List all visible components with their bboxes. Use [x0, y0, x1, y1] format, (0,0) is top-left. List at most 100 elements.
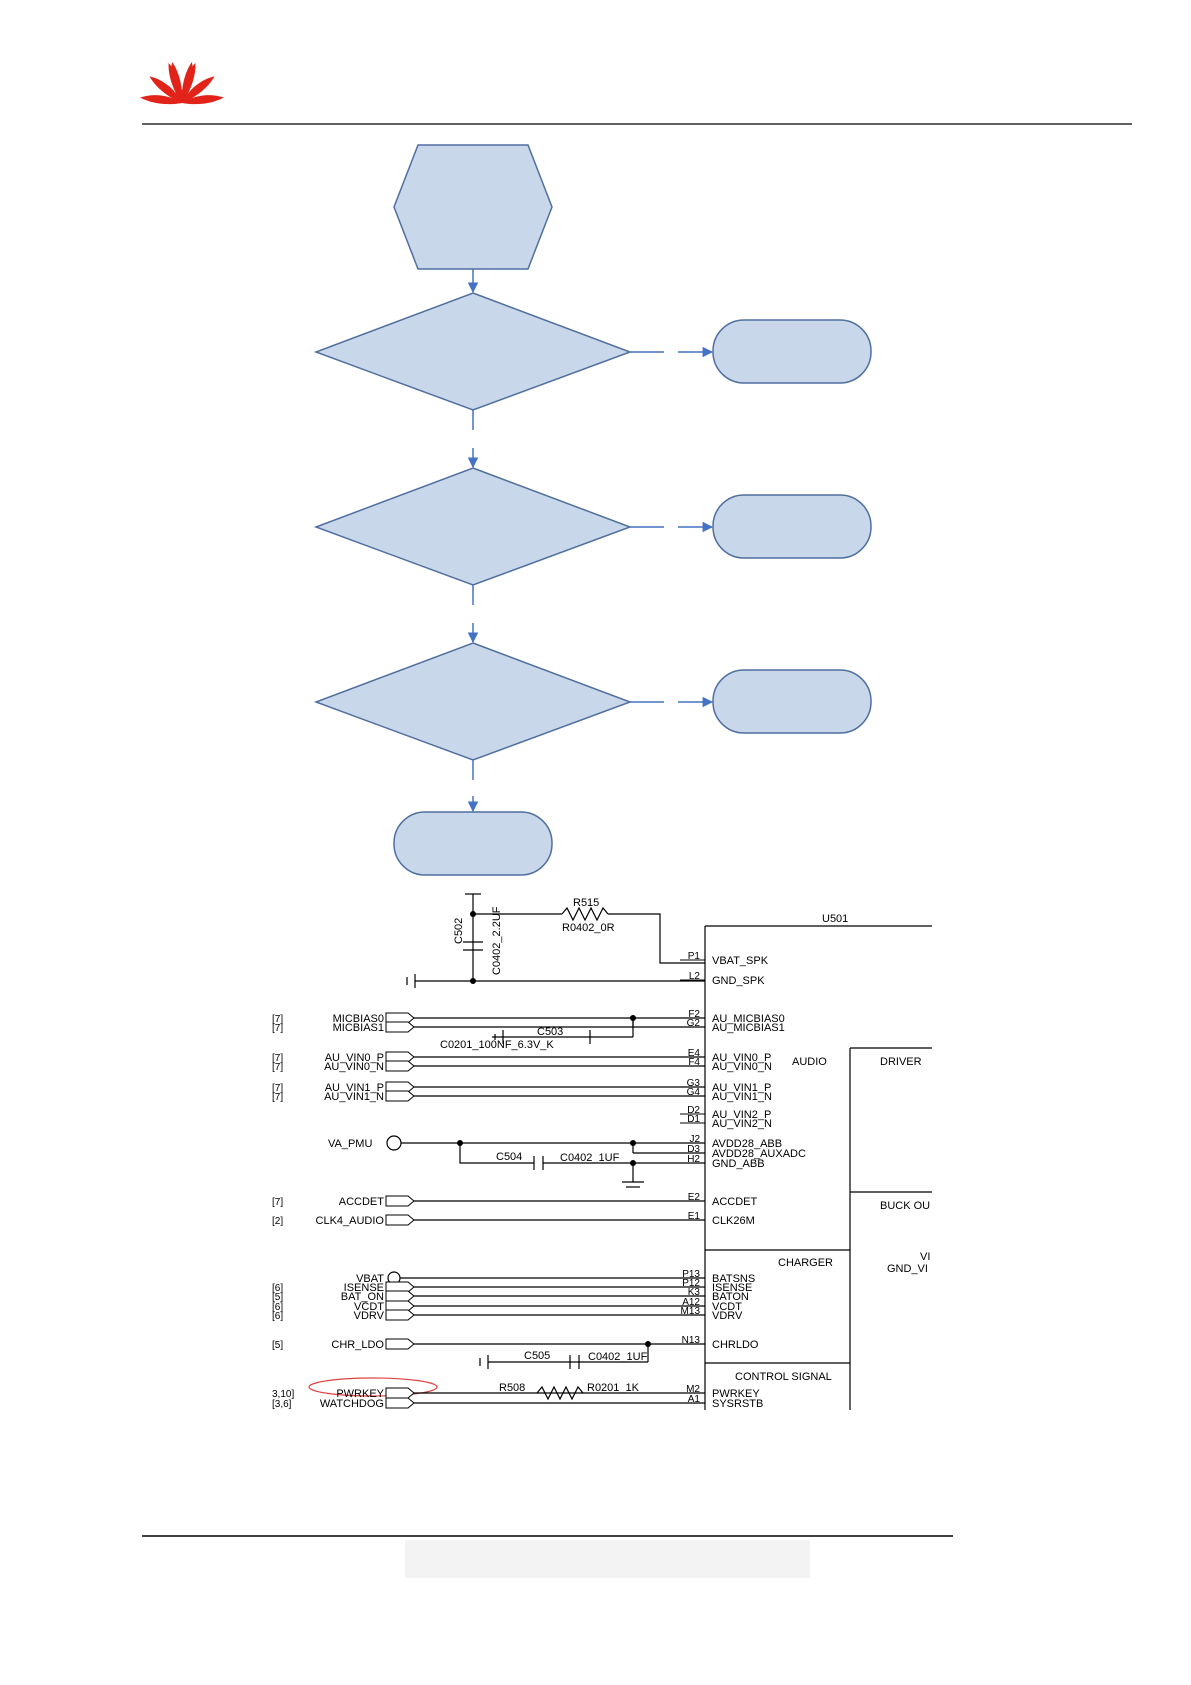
pin-number-label: H2: [687, 1154, 700, 1165]
net-name-label: ISENSE: [344, 1282, 384, 1294]
flow-start-hexagon: [393, 144, 553, 270]
pin-number-label: F4: [688, 1057, 700, 1068]
pin-number-label: L2: [689, 971, 701, 982]
pin-function-label: AU_VIN0_N: [712, 1061, 772, 1073]
net-port-flag: [385, 1290, 415, 1302]
c503-label: C503: [537, 1026, 563, 1038]
flowchart: [313, 144, 872, 876]
flow-decision-2: [313, 467, 633, 586]
sheet-reference-label: [3,6]: [272, 1399, 292, 1410]
net-port-flag: [385, 1081, 415, 1093]
net-name-label: CHR_LDO: [331, 1339, 384, 1351]
pin-function-label: AU_VIN0_P: [712, 1052, 771, 1064]
net-name-label: AU_VIN0_P: [325, 1052, 384, 1064]
pin-function-label: AU_VIN2_P: [712, 1109, 771, 1121]
sheet-reference-label: [7]: [272, 1197, 283, 1208]
junction-dot-va1: [457, 1140, 463, 1146]
pin-number-label: G2: [687, 1018, 701, 1029]
pin-number-label: G3: [687, 1078, 701, 1089]
r515-label: R515: [573, 897, 599, 909]
sheet-reference-label: [7]: [272, 1014, 283, 1025]
sheet-reference-label: [7]: [272, 1053, 283, 1064]
pin-function-label: AU_MICBIAS0: [712, 1013, 785, 1025]
sheet-reference-label: [7]: [272, 1062, 283, 1073]
net-port-flag: [385, 1387, 415, 1399]
flow-result-box-2: [712, 494, 872, 559]
sheet-reference-label: [6]: [272, 1311, 283, 1322]
flow-result-box-3: [712, 669, 872, 734]
net-name-label: CLK4_AUDIO: [316, 1215, 385, 1227]
net-name-label: VCDT: [354, 1301, 384, 1313]
pin-function-label: GND_SPK: [712, 975, 765, 987]
sheet-reference-label: [5]: [272, 1340, 283, 1351]
net-port-flag: [385, 1397, 415, 1409]
c503-value-label: C0201_100NF_6.3V_K: [440, 1039, 554, 1051]
pin-function-label: VDRV: [712, 1310, 743, 1322]
pin-function-label: VCDT: [712, 1301, 742, 1313]
pin-number-label: E2: [688, 1192, 701, 1203]
pin-function-label: AU_VIN1_N: [712, 1091, 772, 1103]
net-port-flag: [385, 1012, 415, 1024]
net-port-flag: [385, 1021, 415, 1033]
schematic: U501 AUDIO DRIVER BUCK OU CHARGER VI GND…: [272, 893, 932, 1410]
net-name-label: VDRV: [354, 1310, 385, 1322]
net-name-label: BAT_ON: [341, 1291, 384, 1303]
pin-number-label: P12: [682, 1278, 700, 1289]
net-name-label: WATCHDOG: [320, 1398, 384, 1410]
section-charger-label: CHARGER: [778, 1257, 833, 1269]
pin-number-label: F2: [688, 1009, 700, 1020]
c502-value-label: C0402_2.2UF: [491, 906, 503, 975]
pin-function-label: VBAT_SPK: [712, 955, 769, 967]
section-audio-label: AUDIO: [792, 1056, 827, 1068]
r515-right-wire: [608, 913, 705, 964]
net-name-label: MICBIAS0: [333, 1013, 384, 1025]
net-name-label: AU_VIN0_N: [324, 1061, 384, 1073]
pin-number-label: P1: [688, 951, 701, 962]
sheet-reference-label: [2]: [272, 1216, 283, 1227]
flow-result-box-1: [712, 319, 872, 384]
section-gnd-vi-label: GND_VI: [887, 1263, 928, 1275]
net-name-label: ACCDET: [339, 1196, 385, 1208]
pwrkey-highlight-ellipse: [308, 1377, 438, 1397]
pin-function-label: GND_ABB: [712, 1158, 765, 1170]
flow-connectors: [467, 269, 714, 813]
pin-number-label: D2: [687, 1105, 700, 1116]
net-name-label: PWRKEY: [336, 1388, 384, 1400]
pin-number-label: A1: [688, 1394, 701, 1405]
pin-number-label: N13: [682, 1335, 701, 1346]
c504-value-label: C0402_1UF: [560, 1152, 620, 1164]
r508-label: R508: [499, 1382, 525, 1394]
pin-number-label: M2: [686, 1384, 700, 1395]
pin-function-label: AU_VIN1_P: [712, 1082, 771, 1094]
net-name-label: AU_VIN1_P: [325, 1082, 384, 1094]
net-name-label: VBAT: [356, 1273, 384, 1285]
pin-function-label: BATON: [712, 1291, 749, 1303]
c505-label: C505: [524, 1350, 550, 1362]
pin-function-label: AU_MICBIAS1: [712, 1022, 785, 1034]
r508-resistor-symbol: [536, 1385, 584, 1401]
pin-function-label: ACCDET: [712, 1196, 758, 1208]
net-port-flag: [385, 1214, 415, 1226]
section-buck-label: BUCK OU: [880, 1200, 930, 1212]
pin-number-label: E4: [688, 1048, 701, 1059]
footer-box: [405, 1540, 810, 1578]
sheet-reference-label: [7]: [272, 1092, 283, 1103]
pin-function-label: PWRKEY: [712, 1388, 760, 1400]
pin-number-label: D3: [687, 1144, 700, 1155]
c502-label: C502: [453, 918, 465, 944]
chip-reference: U501: [822, 913, 848, 925]
pin-function-label: AVDD28_ABB: [712, 1138, 782, 1150]
pin-function-label: ISENSE: [712, 1282, 752, 1294]
r515-value-label: R0402_0R: [562, 922, 615, 934]
net-port-flag: [385, 1195, 415, 1207]
junction-dot-1: [470, 911, 476, 917]
pin-function-label: AVDD28_AUXADC: [712, 1148, 806, 1160]
pin-function-label: BATSNS: [712, 1273, 755, 1285]
pin-number-label: M13: [681, 1306, 701, 1317]
c505-value-label: C0402_1UF: [588, 1351, 648, 1363]
pin-number-label: E1: [688, 1211, 701, 1222]
net-name-label: MICBIAS1: [333, 1022, 384, 1034]
